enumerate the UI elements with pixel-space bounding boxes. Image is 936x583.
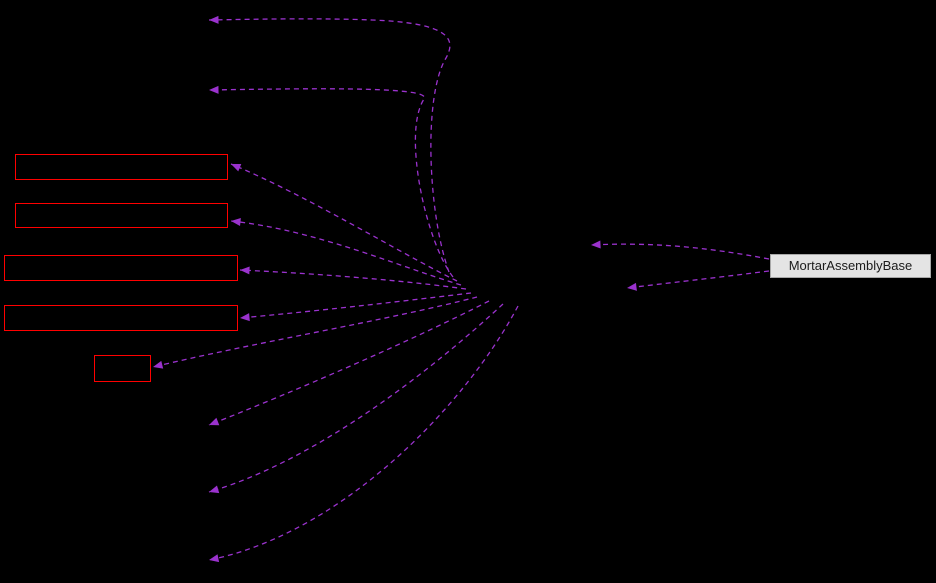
edge-bottom-3 — [208, 305, 519, 563]
node-mortar-assembly-base[interactable]: MortarAssemblyBase — [770, 254, 931, 278]
edge-top-2 — [208, 85, 454, 278]
edge-bottom-2 — [208, 303, 504, 494]
edge-node-box-3 — [239, 266, 467, 290]
edge-node-box-2 — [230, 218, 462, 286]
node-box-4[interactable] — [4, 305, 238, 331]
edge-bottom-1 — [208, 300, 490, 426]
node-box-1[interactable] — [15, 154, 228, 180]
edge-node-box-4 — [239, 292, 472, 322]
edge-node-box-5 — [152, 296, 478, 369]
node-box-3[interactable] — [4, 255, 238, 281]
edge-node-box-1 — [230, 163, 458, 282]
edge-top-1 — [208, 15, 451, 273]
node-box-5[interactable] — [94, 355, 151, 382]
edge-from-mortar-1 — [590, 240, 770, 260]
node-box-2[interactable] — [15, 203, 228, 228]
edge-from-mortar-2 — [626, 270, 770, 291]
